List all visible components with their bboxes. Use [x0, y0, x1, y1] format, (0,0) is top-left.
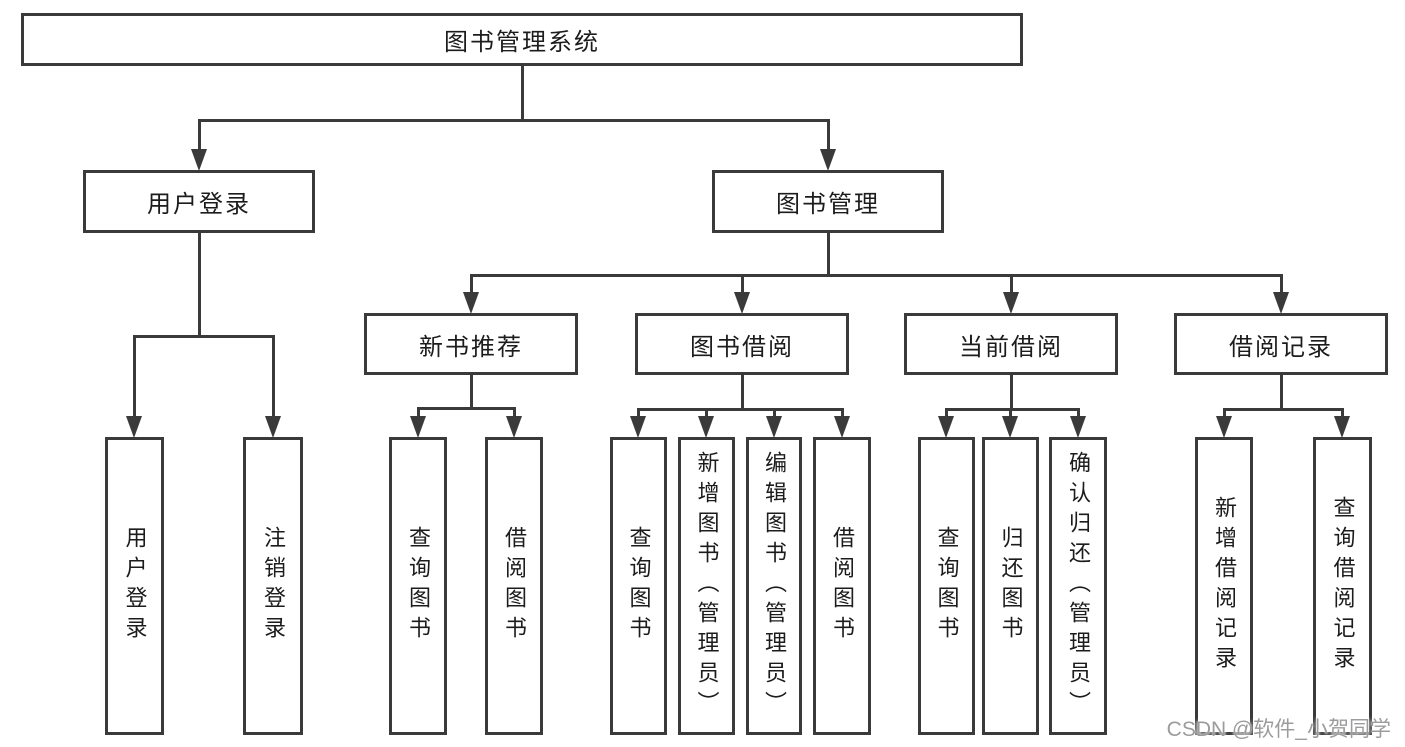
- node-new-book-rec: 新书推荐: [364, 313, 578, 375]
- node-label-system-root: 图书管理系统: [444, 29, 600, 56]
- node-book-mgmt: 图书管理: [712, 170, 944, 233]
- arrowhead-mgmt-children-2: [1003, 292, 1019, 314]
- node-book-borrow: 图书借阅: [635, 313, 849, 375]
- node-label-borrow-records: 借阅记录: [1229, 333, 1333, 361]
- node-label-leaf-current-query: 查询图书: [934, 526, 960, 646]
- arrowhead-current-children-2: [1070, 416, 1086, 438]
- connector-bar-records-children: [1222, 408, 1344, 411]
- node-leaf-newbook-borrow: 借阅图书: [485, 437, 543, 735]
- arrowhead-records-children-1: [1334, 416, 1350, 438]
- arrowhead-borrow-children-0: [630, 416, 646, 438]
- connector-bar-root-to-level2: [197, 119, 830, 122]
- connector-bar-borrow-children: [636, 408, 844, 411]
- connector-drop-newbook-children-0: [416, 407, 420, 421]
- arrowhead-records-children-0: [1216, 416, 1232, 438]
- connector-drop-root-to-level2-1: [826, 119, 830, 154]
- connector-drop-mgmt-children-2: [1009, 274, 1013, 297]
- node-leaf-records-query: 查询借阅记录: [1313, 437, 1372, 735]
- arrowhead-mgmt-children-1: [734, 292, 750, 314]
- connector-stem-root-to-level2: [520, 64, 524, 122]
- connector-drop-current-children-0: [944, 408, 948, 421]
- arrowhead-mgmt-children-3: [1273, 292, 1289, 314]
- node-label-current-borrow: 当前借阅: [959, 333, 1063, 361]
- arrowhead-borrow-children-1: [698, 416, 714, 438]
- node-user-login: 用户登录: [83, 170, 315, 233]
- node-label-leaf-current-return: 归还图书: [998, 526, 1024, 646]
- connector-stem-login-children: [197, 231, 201, 338]
- node-leaf-current-query: 查询图书: [918, 437, 975, 735]
- connector-drop-mgmt-children-3: [1279, 274, 1283, 297]
- connector-stem-borrow-children: [740, 373, 744, 411]
- node-label-leaf-borrow-query: 查询图书: [626, 526, 652, 646]
- node-borrow-records: 借阅记录: [1174, 313, 1388, 375]
- node-label-leaf-newbook-query: 查询图书: [406, 526, 431, 646]
- csdn-watermark: CSDN @软件_小贺同学: [1166, 718, 1391, 741]
- node-label-leaf-records-add: 新增借阅记录: [1212, 496, 1237, 676]
- node-label-leaf-records-query: 查询借阅记录: [1330, 496, 1356, 676]
- connector-bar-newbook-children: [416, 407, 516, 410]
- connector-drop-borrow-children-1: [704, 408, 708, 421]
- connector-drop-current-children-1: [1008, 408, 1012, 421]
- node-label-leaf-borrow-edit: 编辑图书（管理员）: [762, 451, 787, 721]
- connector-drop-borrow-children-2: [772, 408, 776, 421]
- arrowhead-borrow-children-3: [834, 416, 850, 438]
- node-leaf-borrow-query: 查询图书: [610, 437, 667, 735]
- node-leaf-logout: 注销登录: [243, 437, 303, 735]
- connector-drop-borrow-children-0: [636, 408, 640, 421]
- node-label-book-borrow: 图书借阅: [690, 333, 794, 361]
- node-leaf-current-confirm: 确认归还（管理员）: [1049, 437, 1107, 735]
- connector-drop-current-children-2: [1076, 408, 1080, 421]
- connector-drop-borrow-children-3: [840, 408, 844, 421]
- node-current-borrow: 当前借阅: [904, 313, 1118, 375]
- connector-drop-newbook-children-1: [512, 407, 516, 421]
- connector-bar-login-children: [132, 335, 275, 338]
- node-label-user-login: 用户登录: [147, 191, 251, 218]
- connector-drop-login-children-0: [132, 335, 136, 421]
- node-label-leaf-current-confirm: 确认归还（管理员）: [1066, 451, 1091, 721]
- node-label-new-book-rec: 新书推荐: [419, 333, 523, 361]
- arrowhead-mgmt-children-0: [463, 292, 479, 314]
- connector-stem-current-children: [1009, 373, 1013, 411]
- connector-bar-current-children: [944, 408, 1080, 411]
- node-system-root: 图书管理系统: [21, 13, 1023, 66]
- node-leaf-records-add: 新增借阅记录: [1195, 437, 1253, 735]
- node-label-leaf-borrow-borrow: 借阅图书: [830, 526, 855, 646]
- node-leaf-newbook-query: 查询图书: [389, 437, 447, 735]
- connector-drop-records-children-1: [1340, 408, 1344, 421]
- arrowhead-current-children-0: [938, 416, 954, 438]
- arrowhead-root-to-level2-0: [191, 149, 207, 171]
- node-label-book-mgmt: 图书管理: [776, 191, 880, 218]
- arrowhead-root-to-level2-1: [820, 149, 836, 171]
- connector-drop-mgmt-children-1: [740, 274, 744, 297]
- arrowhead-newbook-children-0: [410, 416, 426, 438]
- node-leaf-borrow-edit: 编辑图书（管理员）: [746, 437, 802, 735]
- node-label-leaf-borrow-add: 新增图书（管理员）: [694, 451, 720, 721]
- node-leaf-borrow-borrow: 借阅图书: [813, 437, 871, 735]
- connector-drop-mgmt-children-0: [469, 274, 473, 297]
- arrowhead-newbook-children-1: [506, 416, 522, 438]
- arrowhead-login-children-1: [265, 416, 281, 438]
- connector-stem-newbook-children: [469, 373, 473, 410]
- node-label-leaf-logout: 注销登录: [261, 526, 286, 646]
- node-leaf-current-return: 归还图书: [982, 437, 1039, 735]
- arrowhead-current-children-1: [1002, 416, 1018, 438]
- node-label-leaf-user-login: 用户登录: [122, 526, 148, 646]
- connector-drop-records-children-0: [1222, 408, 1226, 421]
- connector-drop-login-children-1: [271, 335, 275, 421]
- connector-bar-mgmt-children: [469, 274, 1283, 277]
- node-leaf-user-login: 用户登录: [105, 437, 164, 735]
- connector-stem-records-children: [1279, 373, 1283, 411]
- connector-stem-mgmt-children: [826, 231, 830, 277]
- connector-drop-root-to-level2-0: [197, 119, 201, 154]
- arrowhead-borrow-children-2: [766, 416, 782, 438]
- arrowhead-login-children-0: [126, 416, 142, 438]
- node-label-leaf-newbook-borrow: 借阅图书: [502, 526, 527, 646]
- node-leaf-borrow-add: 新增图书（管理员）: [678, 437, 735, 735]
